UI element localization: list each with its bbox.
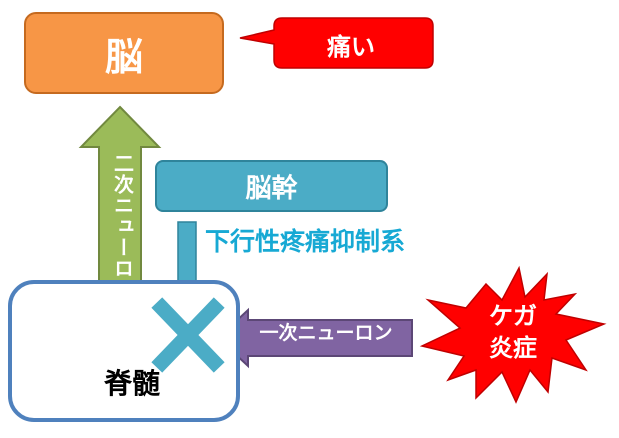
pain-callout — [239, 17, 434, 69]
brainstem-label: 脳幹 — [245, 173, 298, 204]
first-neuron-label: 一次ニューロン — [259, 322, 393, 344]
injury-label-line2: 炎症 — [489, 334, 537, 362]
spinal-cord-label: 脊髄 — [103, 367, 160, 400]
brain-box: 脳 — [24, 12, 224, 94]
second-neuron-label: 二次ニューロン — [110, 152, 135, 300]
brain-label: 脳 — [104, 34, 143, 79]
injury-label-line1: ケガ — [489, 302, 537, 330]
injury-label: ケガ 炎症 — [473, 300, 553, 364]
first-neuron-arrow — [216, 307, 413, 369]
brainstem-box: 脳幹 — [155, 160, 388, 212]
descending-inhibition-label: 下行性疼痛抑制系 — [205, 227, 406, 256]
injury-burst — [419, 265, 607, 404]
pain-label: 痛い — [270, 22, 432, 66]
pain-text: 痛い — [327, 32, 375, 61]
blocking-x-icon — [151, 297, 225, 373]
